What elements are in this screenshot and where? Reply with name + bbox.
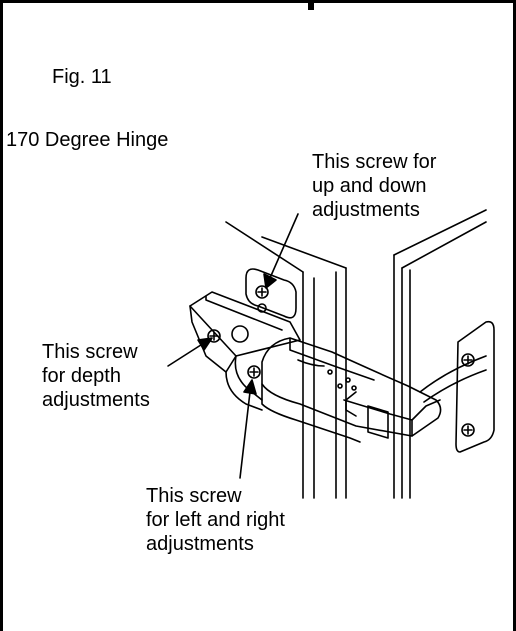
callout-left-right: This screw for left and right adjustment… <box>146 485 285 555</box>
hinge-body <box>261 337 442 443</box>
callout-up-down: This screw for up and down adjustments <box>312 151 437 221</box>
leader-left-right <box>239 379 257 479</box>
door-panel <box>393 209 487 499</box>
figure-title: 170 Degree Hinge <box>6 129 169 151</box>
leader-depth <box>167 337 213 367</box>
leader-up-down <box>263 213 299 289</box>
hinge-cup-plate <box>419 320 495 453</box>
cabinet-panel <box>225 221 347 499</box>
callout-depth: This screw for depth adjustments <box>42 341 150 411</box>
frame-tab <box>308 0 314 10</box>
hinge-arm <box>189 291 301 411</box>
figure-number: Fig. 11 <box>52 66 112 88</box>
